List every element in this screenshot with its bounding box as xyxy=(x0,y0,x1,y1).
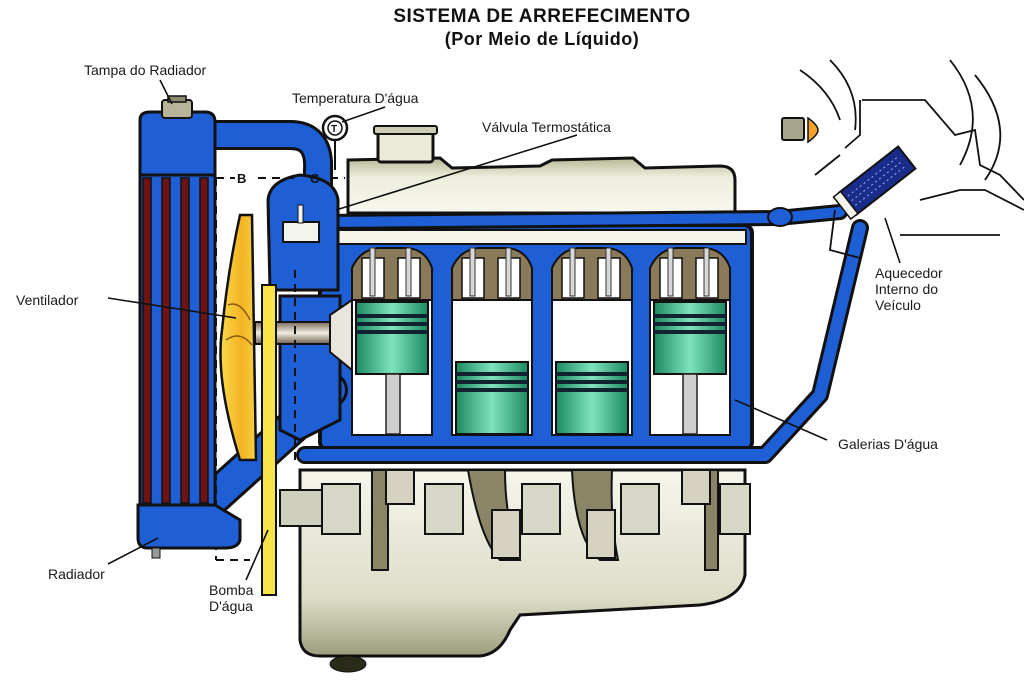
label-heater: Aquecedor Interno do Veículo xyxy=(875,265,943,313)
cylinder-4 xyxy=(649,247,731,436)
crankcase xyxy=(279,468,751,673)
label-fan: Ventilador xyxy=(16,292,79,308)
thermostatic-valve xyxy=(282,221,320,243)
label-water-pump-line2: D'água xyxy=(209,598,253,614)
radiator xyxy=(136,95,242,559)
fan xyxy=(219,213,258,462)
heater-assembly xyxy=(781,59,1024,259)
cylinder-2 xyxy=(451,247,533,436)
label-radiator-cap: Tampa do Radiador xyxy=(84,62,207,78)
svg-text:T: T xyxy=(331,124,337,135)
drive-belt xyxy=(261,284,277,596)
diagram-title: SISTEMA DE ARREFECIMENTO xyxy=(393,6,691,27)
label-water-temperature: Temperatura D'água xyxy=(292,90,419,106)
water-pump-shaft xyxy=(254,298,353,373)
drain-plug xyxy=(329,655,367,673)
label-heater-line3: Veículo xyxy=(875,297,921,313)
thermostat-housing xyxy=(266,173,342,442)
cylinders xyxy=(351,247,731,436)
label-thermostatic-valve: Válvula Termostática xyxy=(482,119,611,135)
marker-c: C xyxy=(310,171,320,186)
label-water-galleries: Galerias D'água xyxy=(838,436,938,452)
blower-motor xyxy=(781,117,805,141)
temperature-gauge: T xyxy=(321,114,349,170)
blower-fan xyxy=(807,116,819,144)
leader-lines xyxy=(107,79,901,581)
marker-b: B xyxy=(237,171,246,186)
label-radiator: Radiador xyxy=(48,566,105,582)
label-water-pump-line1: Bomba xyxy=(209,582,254,598)
cylinder-3 xyxy=(551,247,633,436)
radiator-drain xyxy=(151,547,161,559)
cylinder-1 xyxy=(351,247,433,436)
label-heater-line2: Interno do xyxy=(875,281,939,297)
diagram-subtitle: (Por Meio de Líquido) xyxy=(444,29,640,49)
heater-core xyxy=(832,145,917,221)
valve-cover xyxy=(346,125,737,215)
label-heater-line1: Aquecedor xyxy=(875,265,943,281)
label-water-pump: Bomba D'água xyxy=(209,582,253,614)
radiator-core xyxy=(142,177,209,504)
